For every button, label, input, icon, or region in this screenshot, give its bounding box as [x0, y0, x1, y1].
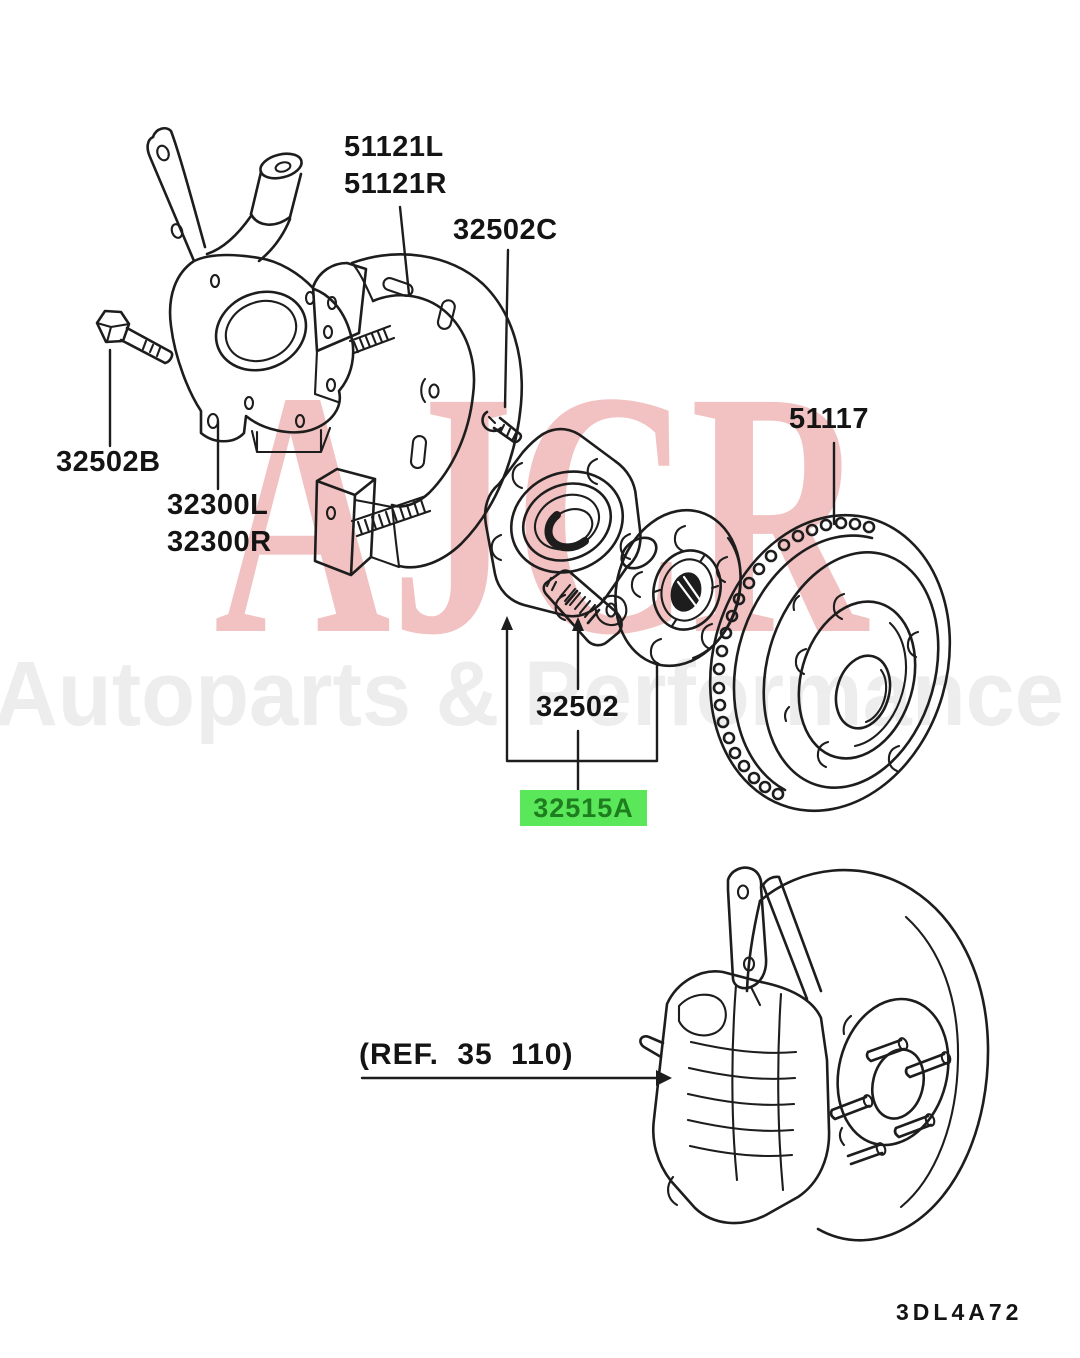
part-label-brake-disc: 51117: [789, 403, 869, 435]
part-label-shield-right: 51121R: [344, 168, 447, 200]
part-label-wheel-stud: 32502: [536, 691, 620, 723]
knuckle-drawing: [146, 127, 355, 454]
caliper-assembly-drawing: [639, 866, 990, 1242]
part-label-shield-left: 51121L: [344, 131, 444, 163]
rotor-vent-scallops: [712, 516, 876, 801]
part-label-shield-screw: 32502C: [453, 214, 558, 246]
brake-disc-drawing: [708, 513, 952, 813]
hub-assembly-bracket: [505, 625, 659, 794]
bearing-flange-drawing: [483, 427, 642, 627]
wheel-stud-drawing: [542, 569, 623, 647]
hub-studs: [829, 1037, 952, 1166]
part-label-knuckle-right: 32300R: [167, 526, 272, 558]
leader-lines: [108, 205, 836, 1086]
shield-screw-drawing: [481, 410, 523, 444]
part-label-knuckle-left: 32300L: [167, 489, 269, 521]
reference-label: (REF. 35 110): [359, 1038, 574, 1071]
part-label-knuckle-bolt: 32502B: [56, 446, 161, 478]
drawing-code: 3DL4A72: [896, 1299, 1023, 1325]
dust-shield-drawing: [311, 253, 523, 577]
hub-drawing: [614, 508, 742, 668]
knuckle-bolt-drawing: [95, 309, 174, 365]
bracket-arrowhead-left: [501, 616, 513, 630]
bracket-arrowhead-center: [572, 617, 584, 631]
part-label-hub-assembly-highlighted: 32515A: [520, 790, 647, 826]
reference-arrowhead: [656, 1070, 672, 1086]
